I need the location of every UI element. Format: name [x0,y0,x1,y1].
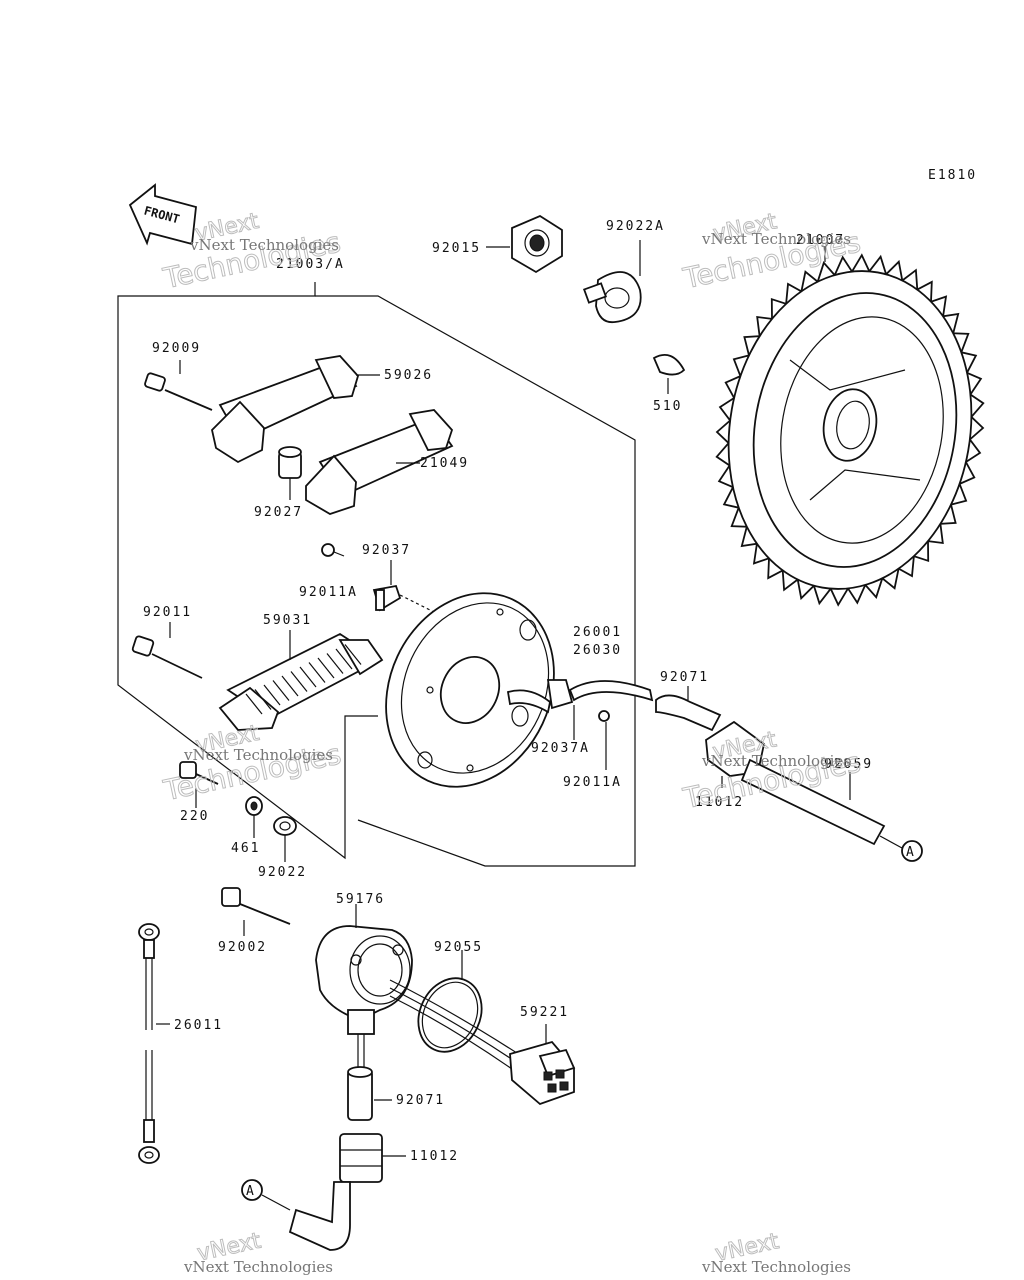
svg-text:vNext Technologies: vNext Technologies [701,752,851,770]
label-92002: 92002 [218,940,267,955]
label-92037: 92037 [362,543,411,558]
wire-harness [357,979,521,1070]
assembly-outline [117,282,636,867]
clamp-92037A [506,679,654,770]
regulator-fin [272,680,290,701]
label-92055: 92055 [434,940,483,955]
label-92011A-top: 92011A [299,585,358,600]
label-220: 220 [180,809,209,824]
sensor-59176 [315,904,413,1035]
watermark-bottom-right: vNext vNext Technologies [701,1229,851,1276]
label-26030: 26030 [573,643,622,658]
regulator-fin [308,662,326,683]
label-26001: 26001 [573,625,622,640]
label-11012-top: 11012 [695,795,744,810]
coil-59026 [211,355,380,464]
key-510 [652,354,686,394]
spacer-92027 [278,446,302,500]
label-92071-bottom: 92071 [396,1093,445,1108]
label-510: 510 [653,399,682,414]
label-92022: 92022 [258,865,307,880]
bolt-220 [179,761,219,808]
label-92011: 92011 [143,605,192,620]
watermark-bottom-left: vNext vNext Technologies [183,1228,333,1276]
regulator-fin [317,657,335,679]
regulator-59031 [218,630,384,731]
label-92015: 92015 [432,241,481,256]
connector-59221 [509,1024,576,1106]
label-21003A: 21003/A [276,257,345,272]
cable-fitting-11012-bottom [339,1133,406,1183]
regulator-fin [290,671,308,692]
svg-text:vNext Technologies: vNext Technologies [701,1258,851,1276]
regulator-fin [344,644,362,665]
bolt-92009 [144,360,213,411]
regulator-fin [245,693,263,715]
regulator-fin [281,675,299,697]
label-21049: 21049 [420,456,469,471]
regulator-fin [263,684,281,706]
washer-92022A [582,240,642,324]
bolt-92011 [131,622,203,679]
regulator-fin [335,648,353,670]
regulator-fin [254,689,272,710]
svg-text:vNext Technologies: vNext Technologies [183,746,333,764]
diagram-code: E1810 [928,168,977,183]
label-92071-top: 92071 [660,670,709,685]
nut-92015 [486,214,563,274]
label-59026: 59026 [384,368,433,383]
stator-plate-26001 [385,592,555,788]
label-461: 461 [231,841,260,856]
washer-92022 [273,816,297,862]
label-92037A: 92037A [531,741,590,756]
svg-text:vNext Technologies: vNext Technologies [701,230,851,248]
label-92009: 92009 [152,341,201,356]
label-92027: 92027 [254,505,303,520]
front-arrow-icon: FRONT [128,183,197,246]
regulator-fin [326,653,344,674]
ref-marker-bottom: A [246,1184,256,1199]
flywheel-21007 [715,246,985,607]
label-59031: 59031 [263,613,312,628]
coil-21049 [305,409,454,515]
part-labels: 21003/A 92015 92022A 21007 92009 59026 5… [143,219,873,1164]
cable-elbow: A [241,1179,351,1251]
regulator-fin [299,666,317,688]
svg-text:vNext Technologies: vNext Technologies [189,236,339,254]
cable-92059: A [740,758,923,862]
label-26011: 26011 [174,1018,223,1033]
washer-461 [245,796,263,838]
grommet-92071-bottom [347,1066,392,1121]
grommet-92071-top [655,686,722,732]
label-92059: 92059 [824,757,873,772]
label-59221: 59221 [520,1005,569,1020]
ground-lead-26011 [138,923,170,1164]
o-ring-92055 [417,950,483,1053]
label-92022A: 92022A [606,219,665,234]
label-59176: 59176 [336,892,385,907]
label-92011A-bottom: 92011A [563,775,622,790]
ref-marker-top: A [906,845,916,860]
svg-text:vNext Technologies: vNext Technologies [183,1258,333,1276]
watermark-mid-right: vNext Technologies vNext Technologies [679,727,864,816]
label-11012-bottom: 11012 [410,1149,459,1164]
label-21007: 21007 [796,233,845,248]
bolt-92002 [221,887,291,936]
